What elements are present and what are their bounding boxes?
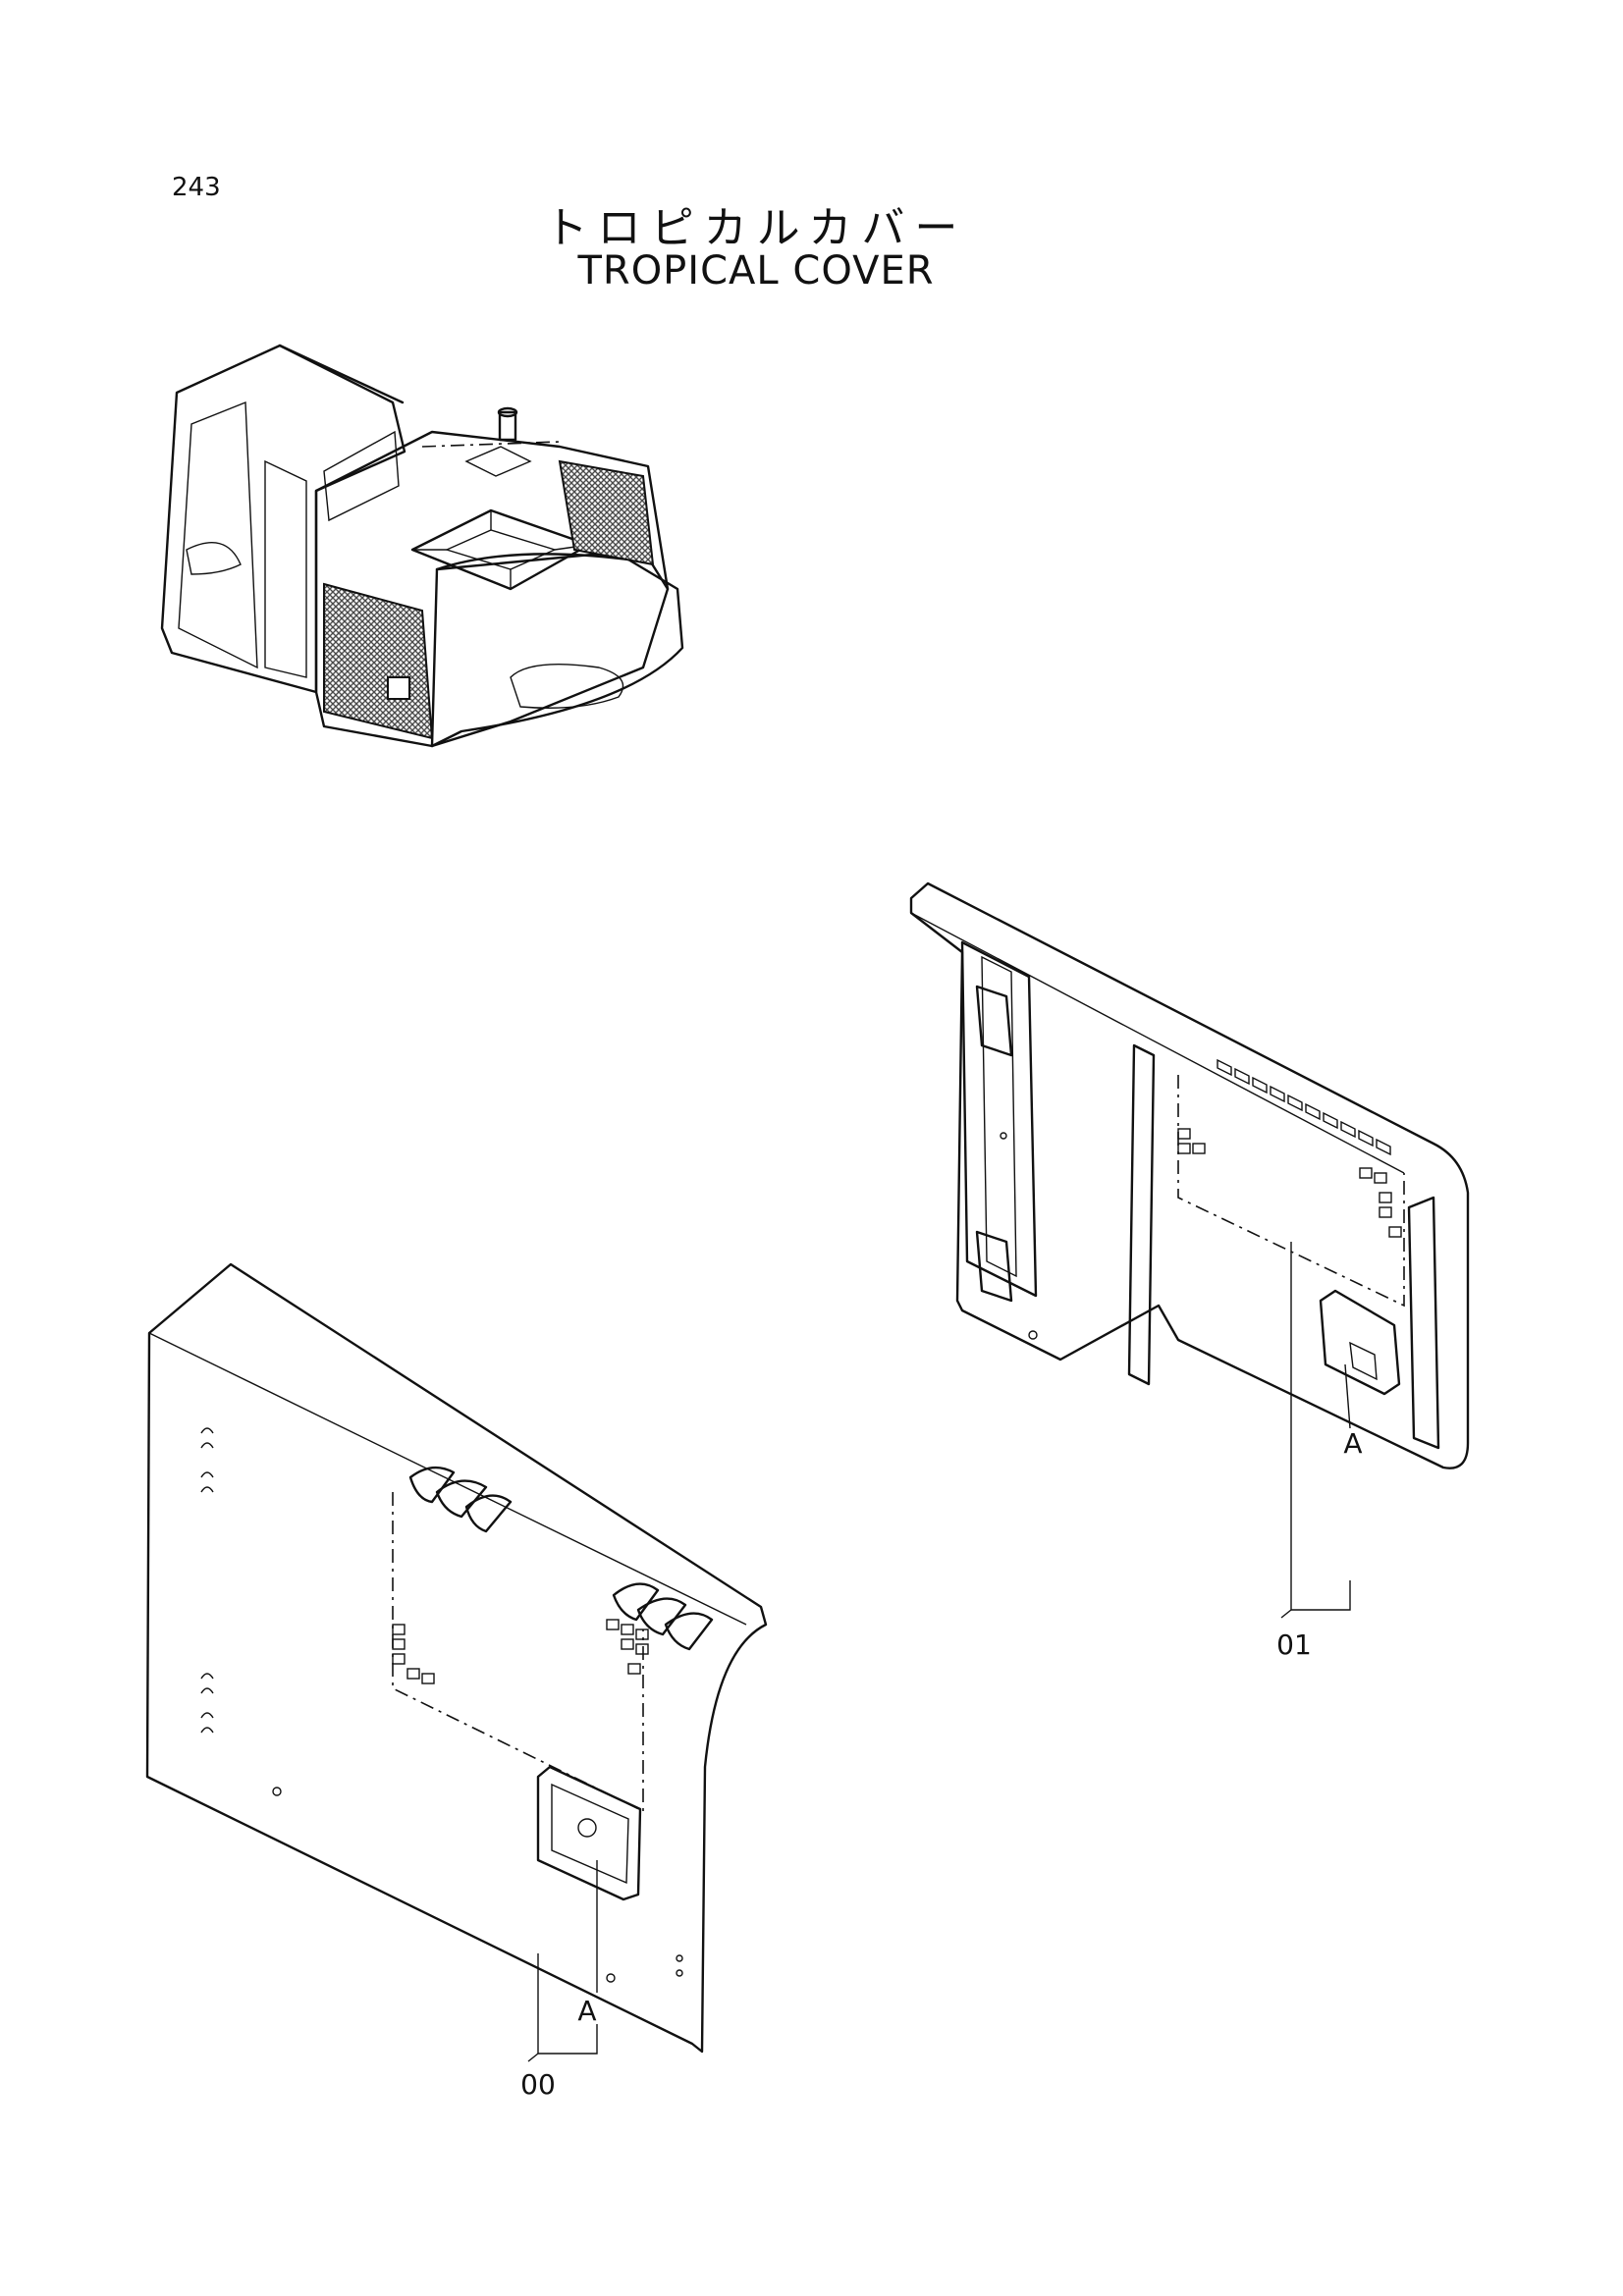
part-number-01: 01 (1276, 1629, 1312, 1661)
title-japanese: トロピカルカバー (544, 203, 968, 253)
title-english: TROPICAL COVER (577, 248, 935, 294)
excavator-overview (160, 344, 684, 748)
cover-part-00 (145, 1262, 768, 2062)
callout-a-left: A (577, 1995, 596, 2027)
page-number: 243 (172, 173, 221, 202)
callout-a-right: A (1343, 1427, 1362, 1460)
cover-part-01 (909, 881, 1470, 1619)
part-number-00: 00 (520, 2068, 556, 2101)
